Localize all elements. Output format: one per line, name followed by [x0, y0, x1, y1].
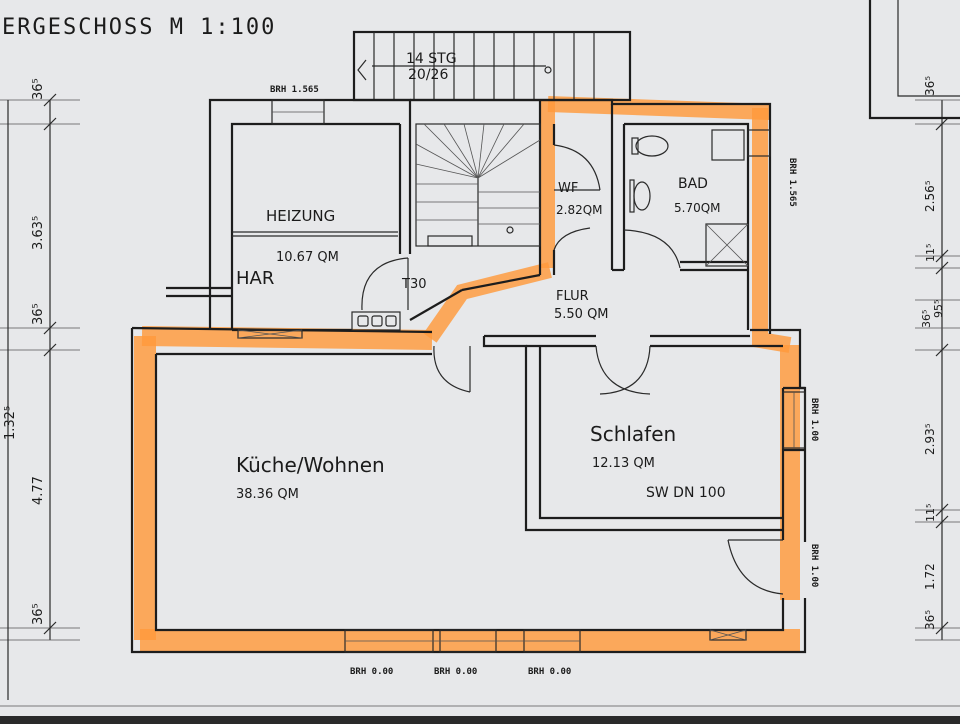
room-area-bad: 5.70QM: [674, 201, 721, 215]
interior-stair: [415, 123, 541, 247]
room-area-kueche-wohnen: 38.36 QM: [236, 487, 299, 502]
right-dimension-chain: 36⁵ 2.56⁵ 11⁵ 36⁵ 95⁵ 2.93⁵ 11⁵ 1.72 36⁵: [915, 76, 960, 641]
dim-left-3: 36⁵: [31, 303, 46, 325]
boiler-unit: [351, 311, 401, 331]
brh-label-bottom-2: BRH 0.00: [434, 667, 477, 677]
room-name-bad: BAD: [678, 176, 708, 192]
bathtub-corner-icon: [711, 129, 745, 161]
room-name-flur: FLUR: [556, 289, 589, 304]
dim-left-6: 36⁵: [31, 603, 46, 625]
brh-label-right-mid: BRH 1.00: [809, 398, 819, 441]
brh-label-right-low: BRH 1.00: [809, 544, 819, 587]
toilet-bad-icon: [635, 135, 669, 157]
doors: [361, 144, 784, 595]
exterior-stair: 14 STG 20/26: [352, 30, 632, 102]
left-dimension-chain: 36⁵ 3.63⁵ 36⁵ 1.32⁵ 4.77 36⁵: [0, 78, 80, 700]
dim-left-4: 1.32⁵: [3, 406, 18, 440]
shower-tray-icon: [705, 223, 749, 267]
stair-step-size: 20/26: [408, 67, 448, 83]
brh-label-top: BRH 1.565: [270, 85, 319, 95]
room-name-schlafen: Schlafen: [590, 422, 676, 446]
bathroom-fixtures: [629, 129, 749, 267]
dim-right-6: 2.93⁵: [923, 423, 937, 455]
dim-right-5: 95⁵: [932, 300, 945, 318]
dim-left-2: 3.63⁵: [31, 216, 46, 250]
room-area-flur: 5.50 QM: [554, 307, 609, 322]
brh-label-right-top: BRH 1.565: [787, 158, 797, 207]
dim-right-7: 11⁵: [924, 504, 937, 522]
room-kueche-wohnen: Küche/Wohnen 38.36 QM: [236, 453, 385, 502]
room-name-kueche-wohnen: Küche/Wohnen: [236, 453, 385, 477]
door-fire-rating-label: T30: [401, 277, 426, 292]
room-area-heizung: 10.67 QM: [276, 250, 339, 265]
washbasin-icon: [633, 181, 651, 211]
pipe-har: [166, 231, 398, 298]
dim-left-1: 36⁵: [31, 78, 46, 100]
dim-right-1: 36⁵: [923, 76, 937, 96]
room-heizung: HEIZUNG 10.67 QM: [266, 207, 339, 265]
room-area-schlafen: 12.13 QM: [592, 456, 655, 471]
dim-left-5: 4.77: [31, 476, 46, 505]
windows: [237, 99, 806, 653]
room-wf: WF 2.82QM: [556, 181, 603, 217]
room-note-schlafen: SW DN 100: [646, 485, 726, 501]
dim-right-3: 11⁵: [924, 244, 937, 262]
room-name-heizung: HEIZUNG: [266, 207, 335, 225]
room-flur: FLUR 5.50 QM: [554, 289, 609, 322]
brh-label-bottom-1: BRH 0.00: [350, 667, 393, 677]
brh-label-bottom-3: BRH 0.00: [528, 667, 571, 677]
plan-title: ERGESCHOSS M 1:100: [2, 15, 276, 40]
dim-right-4: 36⁵: [920, 310, 933, 328]
room-name-wf: WF: [558, 181, 578, 196]
dim-right-9: 36⁵: [923, 610, 937, 630]
dim-right-8: 1.72: [923, 563, 937, 590]
room-bad: BAD 5.70QM: [674, 176, 721, 215]
dim-right-2: 2.56⁵: [923, 180, 937, 212]
room-area-wf: 2.82QM: [556, 203, 603, 217]
room-schlafen: Schlafen 12.13 QM SW DN 100: [590, 422, 726, 501]
har-label: HAR: [236, 268, 274, 289]
stair-step-count: 14 STG: [406, 51, 457, 67]
neighbour-building-outline: [868, 0, 960, 120]
highlighted-walls: [134, 96, 800, 651]
